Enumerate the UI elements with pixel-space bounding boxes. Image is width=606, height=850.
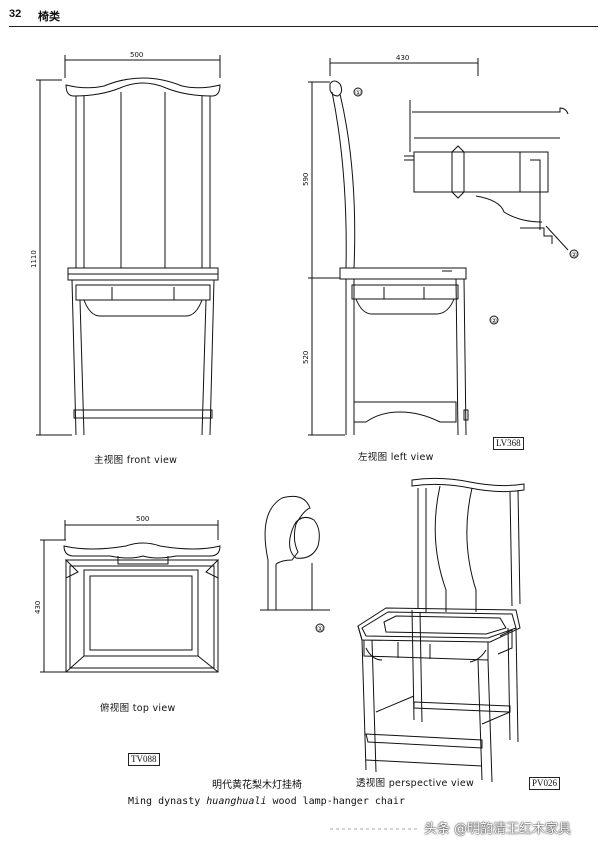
top-view-code: TV088 — [128, 753, 160, 766]
front-view-caption: 主视图 front view — [94, 455, 178, 466]
front-width-dim: 500 — [130, 51, 143, 59]
left-view-drawing — [308, 58, 579, 436]
top-view-caption: 俯视图 top view — [100, 703, 176, 714]
crest-detail-drawing — [260, 495, 330, 633]
title-en-prefix: Ming dynasty — [128, 796, 207, 807]
left-view-code: LV368 — [493, 437, 524, 450]
page-number: 32 — [9, 8, 22, 20]
perspective-view-drawing — [357, 477, 525, 783]
detail-callout-1: ① — [317, 625, 323, 633]
front-view-drawing — [36, 55, 221, 436]
left-callout-1: ① — [355, 89, 361, 97]
left-view-caption: 左视图 left view — [358, 452, 434, 463]
perspective-view-caption: 透视图 perspective view — [356, 778, 475, 789]
left-depth-dim: 430 — [396, 54, 409, 62]
section-title: 椅类 — [38, 10, 60, 23]
left-callout-2b: ② — [491, 317, 497, 325]
perspective-view-code: PV026 — [529, 777, 561, 790]
top-depth-dim: 430 — [34, 601, 42, 614]
title-en-suffix: wood lamp-hanger chair — [266, 796, 405, 807]
left-callout-2a: ② — [571, 251, 577, 259]
header-rule — [9, 26, 598, 27]
top-width-dim: 500 — [136, 515, 149, 523]
left-lower-dim: 520 — [302, 351, 310, 364]
left-upper-dim: 590 — [302, 173, 310, 186]
front-height-dim: 1110 — [30, 250, 38, 268]
top-view-drawing — [40, 520, 221, 673]
title-en-wood: huanghuali — [206, 796, 267, 807]
chair-title-en: Ming dynasty huanghuali wood lamp-hanger… — [128, 796, 405, 807]
chair-title-cn: 明代黄花梨木灯挂椅 — [212, 780, 302, 791]
watermark: 头条 @明韵清王红木家具 — [424, 822, 572, 837]
